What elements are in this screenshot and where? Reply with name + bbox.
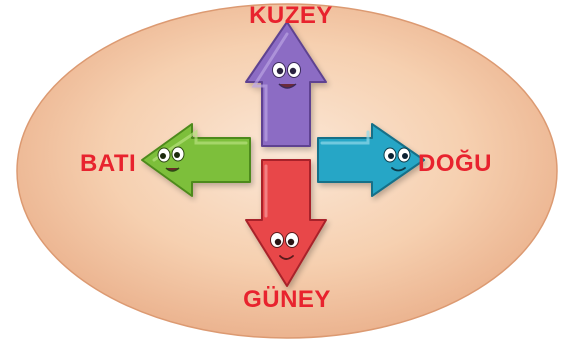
north-arrow-face bbox=[272, 62, 301, 89]
east-arrow-face bbox=[383, 147, 411, 172]
label-west: BATI bbox=[80, 150, 137, 177]
south-arrow bbox=[245, 159, 327, 287]
west-arrow bbox=[141, 123, 251, 197]
west-arrow-face bbox=[157, 146, 185, 172]
north-arrow bbox=[245, 21, 327, 147]
east-arrow bbox=[317, 123, 425, 197]
label-south: GÜNEY bbox=[243, 286, 331, 313]
south-arrow-face bbox=[270, 232, 299, 260]
label-east: DOĞU bbox=[418, 150, 492, 177]
label-north: KUZEY bbox=[249, 2, 333, 29]
